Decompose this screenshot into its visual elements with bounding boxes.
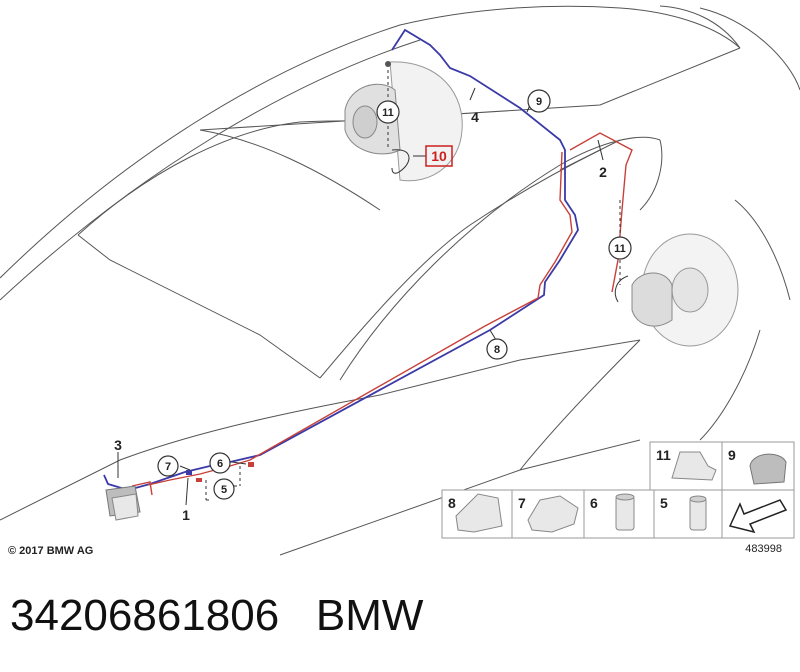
- svg-text:5: 5: [660, 495, 668, 511]
- arrow-icon: [728, 499, 788, 534]
- callout-6[interactable]: 6: [209, 452, 231, 474]
- legend-cell-arrow: [721, 489, 795, 539]
- callout-2[interactable]: 2: [599, 164, 607, 180]
- svg-text:9: 9: [728, 447, 736, 463]
- svg-text:3: 3: [114, 437, 122, 453]
- image-number: 483998: [745, 543, 782, 555]
- svg-text:6: 6: [217, 458, 223, 470]
- callout-1[interactable]: 1: [182, 507, 190, 523]
- car-body-outline: [0, 5, 800, 556]
- svg-text:6: 6: [590, 495, 598, 511]
- svg-text:8: 8: [448, 495, 456, 511]
- callout-10-highlighted[interactable]: 10: [425, 145, 453, 167]
- callout-4[interactable]: 4: [471, 109, 479, 125]
- callout-5[interactable]: 5: [213, 478, 235, 500]
- legend-cell-11[interactable]: 11: [649, 441, 723, 491]
- svg-text:1: 1: [182, 507, 190, 523]
- footer-caption: 34206861806 BMW: [10, 586, 423, 646]
- parts-diagram: 11 4 9 10 2 11 8 3 7 6 5 1: [0, 5, 800, 557]
- brand-name: BMW: [315, 591, 424, 640]
- brake-hose-bracket: [105, 462, 254, 521]
- legend-cell-7[interactable]: 7: [511, 489, 585, 539]
- copyright-text: © 2017 BMW AG: [8, 545, 93, 557]
- legend-cell-6[interactable]: 6: [583, 489, 655, 539]
- part-number: 34206861806: [10, 591, 280, 640]
- svg-text:7: 7: [165, 461, 171, 473]
- callout-8[interactable]: 8: [486, 338, 508, 360]
- svg-text:11: 11: [656, 447, 671, 463]
- callout-3[interactable]: 3: [114, 437, 122, 453]
- callout-9[interactable]: 9: [527, 89, 551, 113]
- legend-cell-8[interactable]: 8: [441, 489, 513, 539]
- svg-text:10: 10: [431, 148, 447, 164]
- callout-11-front[interactable]: 11: [376, 100, 400, 124]
- legend-cell-9[interactable]: 9: [721, 441, 795, 491]
- svg-text:11: 11: [382, 107, 394, 119]
- svg-text:5: 5: [221, 484, 227, 496]
- parts-legend: 11 9 8 7 6 5: [441, 441, 795, 539]
- legend-cell-5[interactable]: 5: [653, 489, 723, 539]
- svg-text:9: 9: [536, 96, 542, 108]
- svg-text:2: 2: [599, 164, 607, 180]
- svg-text:7: 7: [518, 495, 526, 511]
- rear-brake-assembly: [614, 233, 739, 347]
- svg-text:4: 4: [471, 109, 479, 125]
- callout-7[interactable]: 7: [157, 455, 179, 477]
- svg-text:8: 8: [494, 344, 500, 356]
- svg-text:11: 11: [614, 243, 626, 255]
- callout-11-rear[interactable]: 11: [608, 236, 632, 260]
